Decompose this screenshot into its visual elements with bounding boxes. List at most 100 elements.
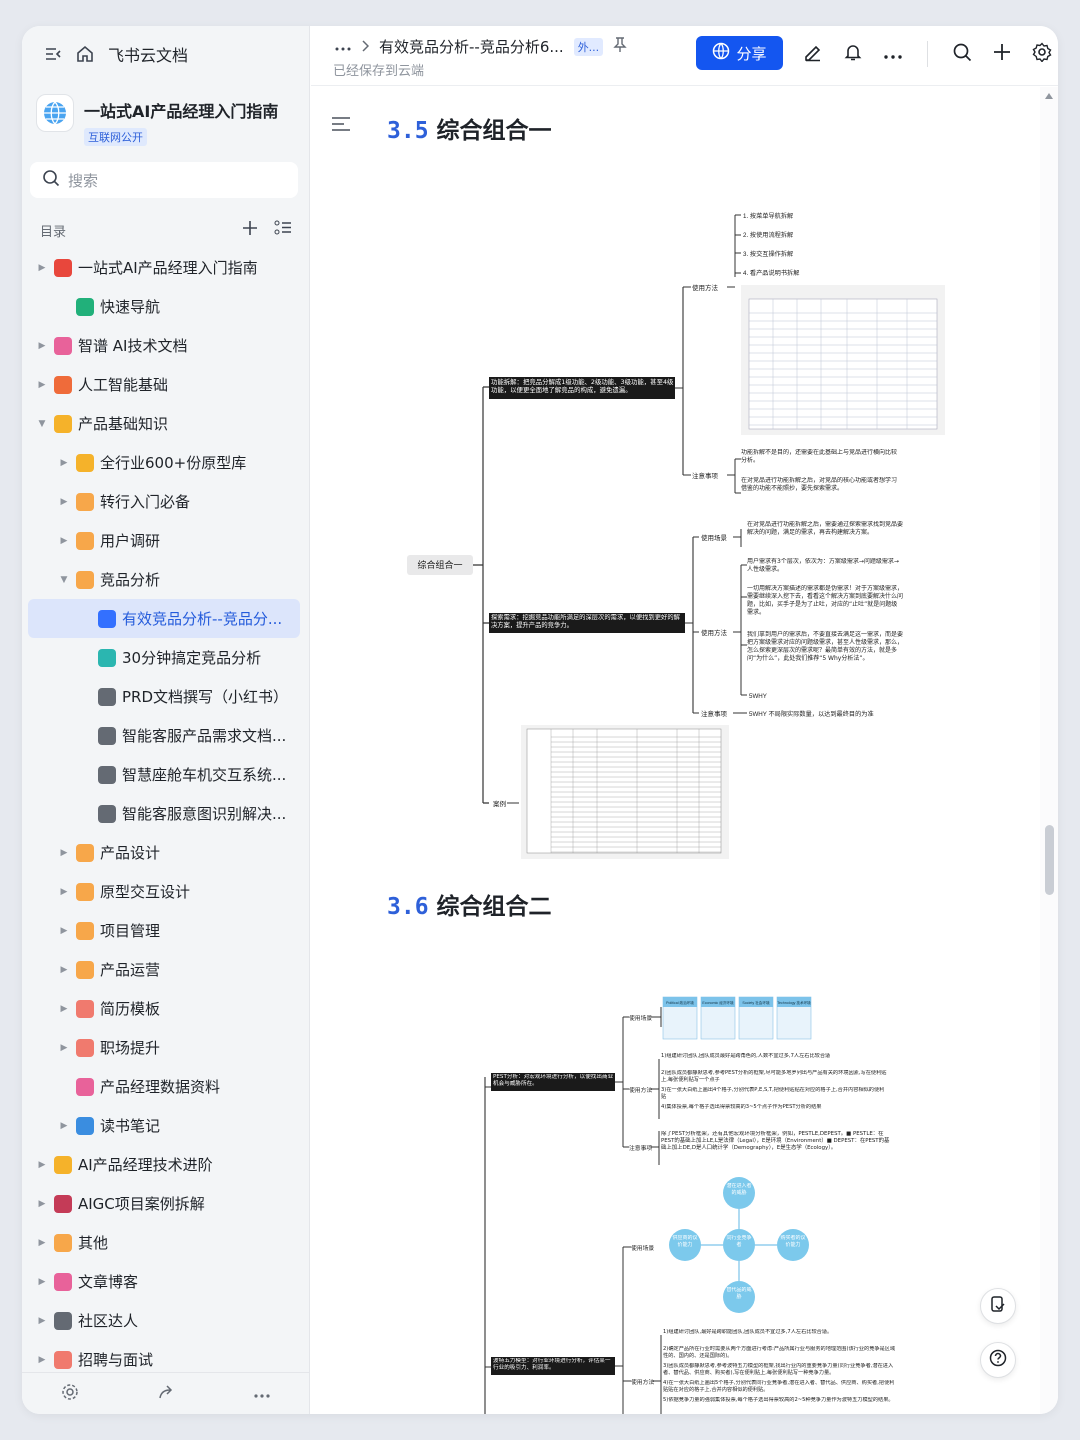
globe-share-icon [712, 42, 730, 64]
caret-right-icon[interactable]: ▶ [60, 925, 68, 936]
caret-right-icon[interactable]: ▶ [38, 1237, 46, 1248]
sidebar-item[interactable]: ▶人工智能基础 [28, 365, 300, 404]
caret-right-icon[interactable]: ▶ [38, 379, 46, 390]
caret-right-icon[interactable]: ▶ [38, 1354, 46, 1365]
five-step-text: 2)确定产品所在行业时需要从两个方面进行考虑:产品所属行业与服务的地理范围(该行… [663, 1346, 896, 1359]
caret-right-icon[interactable]: ▶ [60, 457, 68, 468]
share-button[interactable]: 分享 [696, 36, 783, 70]
doc-action-button[interactable] [980, 1288, 1016, 1324]
sidebar-item[interactable]: ▶用户调研 [28, 521, 300, 560]
sidebar-item-label: 全行业600+份原型库 [100, 454, 247, 472]
sidebar-item[interactable]: ▶产品设计 [28, 833, 300, 872]
sidebar-item[interactable]: 智慧座舱车机交互系统... [28, 755, 300, 794]
sidebar-item[interactable]: ▶简历模板 [28, 989, 300, 1028]
folder-icon [76, 570, 94, 589]
doc-icon [98, 609, 116, 628]
force-label: 同行业竞争者 [726, 1235, 751, 1248]
sidebar-item[interactable]: ▶一站式AI产品经理入门指南 [28, 248, 300, 287]
force-label-text: 供应商的议价能力 [672, 1235, 698, 1248]
bell-icon[interactable] [843, 42, 863, 66]
search-input[interactable]: 搜索 [30, 162, 298, 198]
mindmap-image-1[interactable]: 综合组合一 功能拆解：把竞品分解成1级功能、2级功能、3级功能，甚至4级功能，以… [401, 177, 961, 867]
mindmap-image-2[interactable]: PEST分析：对宏观环境进行分析，以便找出商业机会与威胁所在。 使用场景 Pol… [461, 947, 921, 1414]
list-icon[interactable] [274, 220, 292, 240]
caret-right-icon[interactable]: ▶ [60, 886, 68, 897]
create-icon[interactable] [992, 42, 1012, 66]
pest-box-header [739, 997, 773, 1007]
app-name[interactable]: 飞书云文档 [108, 46, 189, 65]
sidebar-item[interactable]: 有效竞品分析--竞品分... [28, 599, 300, 638]
sidebar-item-label: 读书笔记 [100, 1117, 161, 1135]
sidebar-item[interactable]: ▶原型交互设计 [28, 872, 300, 911]
caret-right-icon[interactable]: ▶ [60, 535, 68, 546]
mm1-notes-2: 注意事项 [701, 709, 728, 718]
caret-right-icon[interactable]: ▶ [60, 847, 68, 858]
caret-right-icon[interactable]: ▶ [60, 964, 68, 975]
sidebar-item[interactable]: ▶ 读书笔记 [28, 1106, 300, 1145]
caret-right-icon[interactable]: ▶ [60, 496, 68, 507]
share-icon[interactable] [157, 1383, 175, 1405]
caret-right-icon[interactable]: ▶ [60, 1120, 68, 1131]
caret-right-icon[interactable]: ▶ [38, 340, 46, 351]
caret-right-icon[interactable]: ▶ [38, 1315, 46, 1326]
caret-down-icon[interactable]: ▼ [38, 418, 46, 429]
sidebar-item[interactable]: ▶招聘与面试 [28, 1340, 300, 1379]
caret-down-icon[interactable]: ▼ [60, 574, 68, 585]
caret-right-icon[interactable]: ▶ [60, 1003, 68, 1014]
workspace-header[interactable]: 一站式AI产品经理入门指南 互联网公开 [36, 94, 278, 146]
sidebar-item[interactable]: ▶社区达人 [28, 1301, 300, 1340]
caret-right-icon[interactable]: ▶ [60, 1042, 68, 1053]
toolbar-divider [927, 41, 928, 67]
more-icon[interactable] [253, 1384, 271, 1403]
pin-icon[interactable] [613, 36, 627, 57]
sidebar-item[interactable]: ▶ 全行业600+份原型库 [28, 443, 300, 482]
sidebar-item-label: 有效竞品分析--竞品分... [122, 610, 283, 628]
sidebar-item[interactable]: 智能客服意图识别解决... [28, 794, 300, 833]
sidebar-item-label: PRD文档撰写（小红书） [122, 688, 289, 706]
sidebar-item[interactable]: 产品经理数据资料 [28, 1067, 300, 1106]
force-circle [669, 1229, 701, 1261]
mm1-step-1: 1. 按菜单导航拆解 [743, 212, 793, 220]
sidebar-item[interactable]: ▶智谱 AI技术文档 [28, 326, 300, 365]
sidebar-item[interactable]: ▶文章博客 [28, 1262, 300, 1301]
edit-icon[interactable] [803, 42, 823, 66]
scroll-up-icon[interactable] [1045, 93, 1053, 99]
scrollbar[interactable] [1040, 87, 1058, 1414]
help-button[interactable] [980, 1342, 1016, 1378]
toc-header: 目录 [40, 220, 292, 240]
sidebar-item[interactable]: ▶职场提升 [28, 1028, 300, 1067]
mm1-method-3: 我们拿到用户的需求后，不要直接去满足这一需求，而是要把方案级需求对应的问题级需求… [747, 631, 903, 662]
gear-icon[interactable] [1032, 42, 1052, 66]
sidebar-item[interactable]: ▼ 竞品分析 [28, 560, 300, 599]
settings-icon[interactable] [61, 1383, 79, 1405]
sidebar-item[interactable]: 智能客服产品需求文档... [28, 716, 300, 755]
more-breadcrumb-icon[interactable] [335, 38, 351, 56]
caret-right-icon[interactable]: ▶ [38, 1159, 46, 1170]
sidebar-item[interactable]: ▶项目管理 [28, 911, 300, 950]
sidebar-item[interactable]: ▼产品基础知识 [28, 404, 300, 443]
home-icon[interactable] [76, 45, 94, 63]
caret-right-icon[interactable]: ▶ [38, 1198, 46, 1209]
add-icon[interactable] [242, 220, 258, 240]
sidebar-item[interactable]: ▶产品运营 [28, 950, 300, 989]
caret-right-icon[interactable]: ▶ [38, 262, 46, 273]
sidebar-item[interactable]: 30分钟搞定竞品分析 [28, 638, 300, 677]
sidebar-item[interactable]: ▶AI产品经理技术进阶 [28, 1145, 300, 1184]
sidebar-item[interactable]: ▶AIGC项目案例拆解 [28, 1184, 300, 1223]
sidebar-item[interactable]: PRD文档撰写（小红书） [28, 677, 300, 716]
sidebar-item[interactable]: ▶其他 [28, 1223, 300, 1262]
navigation-icon [76, 297, 94, 316]
caret-right-icon[interactable]: ▶ [38, 1276, 46, 1287]
sidebar-item[interactable]: ▶转行入门必备 [28, 482, 300, 521]
sidebar-item-label: 竞品分析 [100, 571, 161, 589]
collapse-sidebar-icon[interactable] [44, 45, 62, 63]
scrollbar-thumb[interactable] [1045, 825, 1054, 895]
doc-title[interactable]: 有效竞品分析--竞品分析6... [379, 38, 564, 56]
search-doc-icon[interactable] [952, 42, 972, 66]
mm1-scene: 使用场景 [701, 533, 728, 542]
outline-icon[interactable] [331, 115, 351, 137]
folder-icon [76, 492, 94, 511]
sidebar-item[interactable]: 快速导航 [28, 287, 300, 326]
more-options-icon[interactable] [883, 45, 903, 64]
